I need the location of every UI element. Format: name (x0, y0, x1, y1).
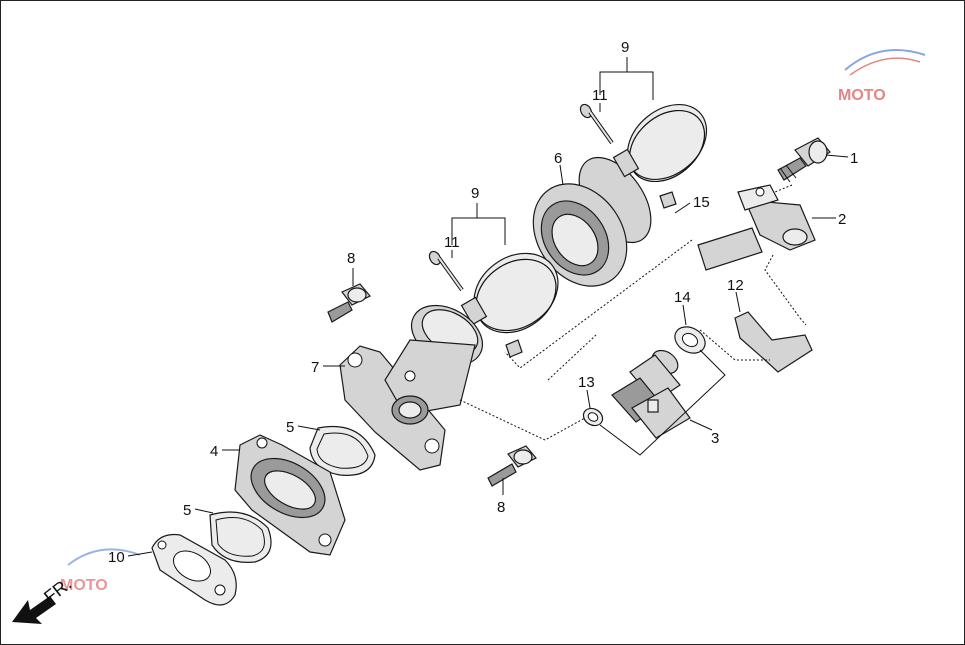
part-9-clamp-lower (460, 252, 559, 334)
part-11-screw-upper (579, 103, 614, 145)
callout-8-lower: 8 (497, 499, 505, 516)
callout-12: 12 (727, 277, 744, 294)
part-1-bolt (777, 137, 831, 183)
callout-labels: 9 11 1 6 15 2 9 11 8 14 12 7 13 5 3 4 8 … (108, 39, 858, 566)
part-14-washer (674, 326, 706, 354)
svg-text:MOTO: MOTO (60, 577, 108, 594)
callout-1: 1 (850, 150, 858, 167)
callout-2: 2 (838, 211, 846, 228)
callout-14: 14 (674, 289, 691, 306)
part-8-bolt-upper (327, 283, 371, 323)
callout-8-upper: 8 (347, 250, 355, 267)
part-4-insulator (234, 434, 346, 556)
svg-text:MOTO: MOTO (838, 87, 886, 104)
part-3-injector (611, 349, 691, 439)
part-2-sensor (697, 184, 816, 271)
callout-15: 15 (693, 194, 710, 211)
callout-4: 4 (210, 443, 218, 460)
part-5-gasket-right (309, 425, 376, 476)
callout-9-lower: 9 (471, 185, 479, 202)
callout-7: 7 (311, 359, 319, 376)
callout-10: 10 (108, 549, 125, 566)
front-direction-indicator: FR. (12, 574, 75, 624)
part-7-intake-body (339, 304, 483, 471)
front-arrow-icon (12, 596, 56, 624)
callout-11-lower: 11 (444, 234, 460, 251)
callout-5-left: 5 (183, 502, 191, 519)
watermark-logo-bottom: MOTO (60, 548, 141, 594)
callout-5-right: 5 (286, 419, 294, 436)
callout-6: 6 (554, 150, 562, 167)
part-9-clamp-upper (612, 103, 708, 183)
watermark-logo-top: MOTO (838, 49, 926, 104)
part-15-nut (659, 191, 677, 209)
callout-9-upper: 9 (621, 39, 629, 56)
part-11-screw-lower (428, 250, 464, 292)
callout-3: 3 (711, 430, 719, 447)
part-5-gasket-left (209, 511, 272, 563)
part-13-oring (582, 407, 604, 427)
leader-lines (127, 57, 849, 557)
part-12-bracket (734, 311, 813, 373)
part-15-nut-lower (505, 339, 523, 358)
callout-11-upper: 11 (592, 87, 608, 104)
part-8-bolt-lower (487, 445, 537, 487)
part-6-connector (532, 156, 652, 287)
callout-13: 13 (578, 374, 595, 391)
part-10-gasket-plate (151, 533, 237, 606)
